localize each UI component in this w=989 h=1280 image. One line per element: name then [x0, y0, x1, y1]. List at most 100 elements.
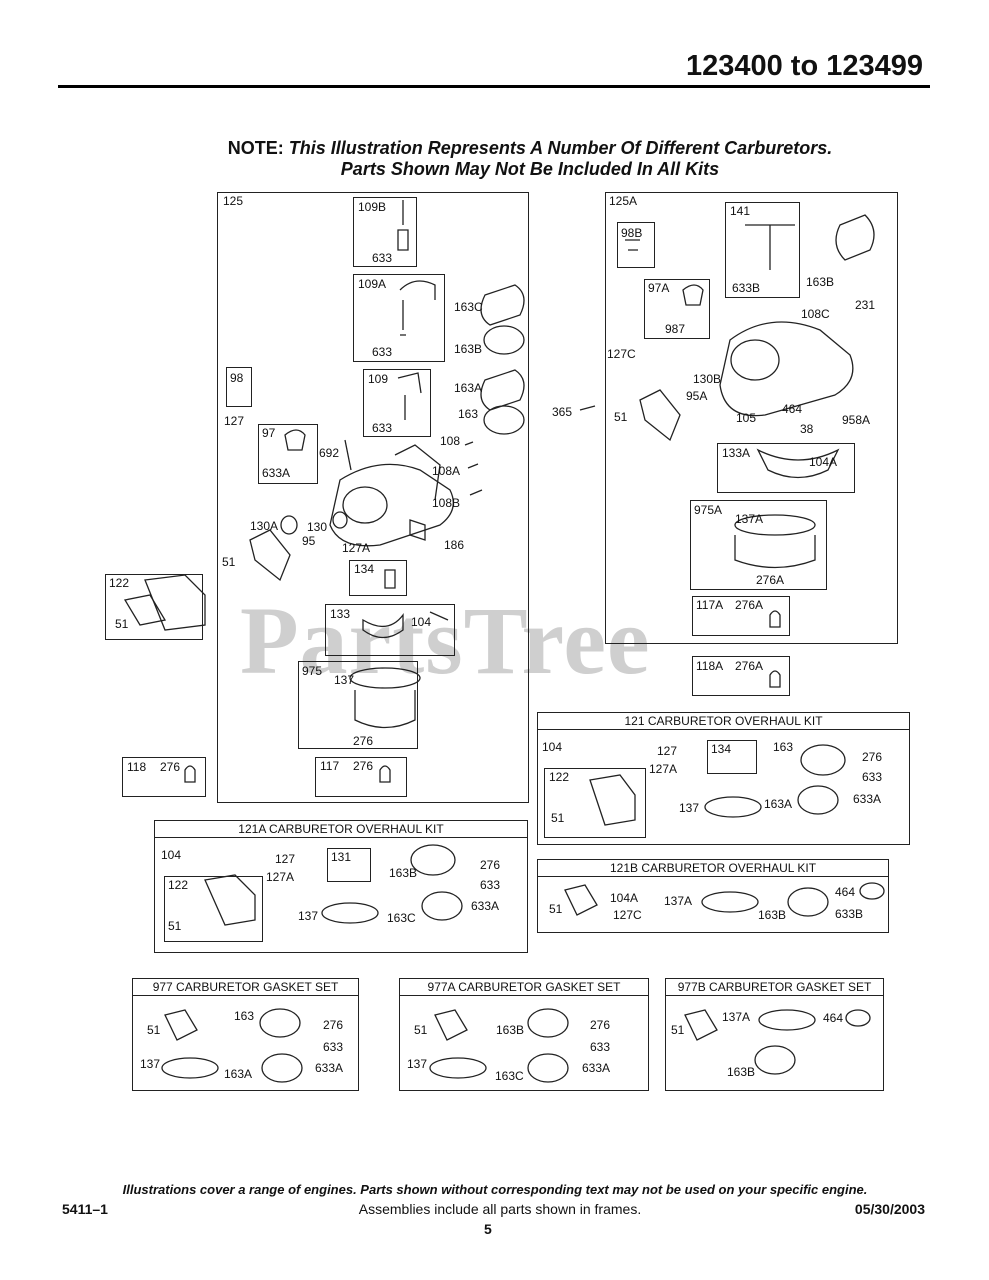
kit121-gasket-137	[704, 796, 762, 818]
kit-977-frame: 977 CARBURETOR GASKET SET 51 163 276 633…	[132, 978, 359, 1091]
kit-121-label: 163	[773, 740, 794, 754]
footer-date: 05/30/2003	[854, 1201, 925, 1217]
kit-977B-title: 977B CARBURETOR GASKET SET	[666, 979, 883, 996]
gasket-51-spacer	[123, 594, 167, 626]
kit-121B-label: 163B	[758, 908, 787, 922]
kit977-gasket-137	[161, 1057, 219, 1079]
page-range-title: 123400 to 123499	[685, 50, 923, 82]
kit-121-label: 134	[711, 742, 732, 756]
primer-97A	[682, 284, 704, 306]
choke-109A	[399, 280, 436, 336]
frame-122	[105, 574, 203, 640]
carburetor-body-right	[719, 321, 854, 417]
needle-109B	[397, 200, 409, 251]
kit-977-label: 163A	[224, 1067, 253, 1081]
callout-109: 109	[368, 372, 389, 386]
kit-121A-label: 51	[168, 919, 182, 933]
kit-121-label: 633	[862, 770, 883, 784]
kit-121B-label: 137A	[664, 894, 693, 908]
gasket-163C	[480, 284, 525, 326]
frame-97A	[644, 279, 710, 339]
kit-977B-label: 137A	[722, 1010, 751, 1024]
gasket-137A	[734, 514, 816, 536]
gasket-51-right	[639, 389, 681, 442]
throttle-109	[397, 372, 422, 420]
callout-137: 137	[334, 673, 355, 687]
frame-118	[122, 757, 206, 797]
callout-98B: 98B	[621, 226, 643, 240]
callout-108B: 108B	[432, 496, 461, 510]
frame-975A	[690, 500, 827, 590]
frame-118A	[692, 656, 790, 696]
callout-633: 633	[372, 421, 393, 435]
kit-121A-label: 127	[275, 852, 296, 866]
callout-633: 633	[372, 251, 393, 265]
page-number: 5	[484, 1221, 492, 1237]
kit-977A-label: 137	[407, 1057, 428, 1071]
callout-633: 633	[372, 345, 393, 359]
frame-117	[315, 757, 407, 797]
kit121A-gasket-163C	[421, 891, 463, 921]
kit-977B-label: 51	[671, 1023, 685, 1037]
callout-97: 97	[262, 426, 276, 440]
kit-977A-label: 163B	[496, 1023, 525, 1037]
kit977A-gasket-137	[429, 1057, 487, 1079]
frame-975	[298, 661, 418, 749]
washer-130A	[280, 515, 298, 535]
kit-121B-frame: 121B CARBURETOR OVERHAUL KIT 51 104A 127…	[537, 859, 889, 933]
callout-95: 95	[302, 534, 316, 548]
callout-38: 38	[800, 422, 814, 436]
callout-51: 51	[222, 555, 236, 569]
kit-121A-label: 633A	[471, 899, 500, 913]
note-label: NOTE:	[227, 138, 284, 158]
callout-130: 130	[307, 520, 328, 534]
kit-977-label: 633A	[315, 1061, 344, 1075]
kit-977-title: 977 CARBURETOR GASKET SET	[133, 979, 358, 996]
gasket-163B-right	[835, 214, 875, 261]
kit-977B-frame: 977B CARBURETOR GASKET SET 51 137A 464 1…	[665, 978, 884, 1091]
frame-98B	[617, 222, 655, 268]
callout-163C: 163C	[454, 300, 483, 314]
pin-104	[429, 611, 449, 621]
callout-109A: 109A	[358, 277, 387, 291]
kit-977B-label: 163B	[727, 1065, 756, 1079]
kit-121A-label: 127A	[266, 870, 295, 884]
callout-104: 104	[411, 615, 432, 629]
frame-97	[258, 424, 318, 484]
kit-977A-label: 633A	[582, 1061, 611, 1075]
frame-109	[363, 369, 431, 437]
primer-97	[284, 429, 306, 451]
bowl-975	[354, 690, 416, 729]
float-133	[362, 613, 404, 639]
kit-977A-label: 633	[590, 1040, 611, 1054]
washer-130	[332, 511, 348, 529]
kit-977-label: 276	[323, 1018, 344, 1032]
callout-108A: 108A	[432, 464, 461, 478]
callout-97A: 97A	[648, 281, 670, 295]
kit121B-oring-464	[859, 882, 885, 900]
kit-977A-label: 276	[590, 1018, 611, 1032]
kit-977-label: 137	[140, 1057, 161, 1071]
spring-692	[344, 439, 352, 471]
note-text-1: This Illustration Represents A Number Of…	[288, 138, 833, 158]
kit-121A-label: 163B	[389, 866, 418, 880]
kit-121-frame-134	[707, 740, 757, 774]
frame-125	[217, 192, 529, 803]
carburetor-top-left	[394, 444, 441, 501]
float-133A	[756, 448, 840, 479]
callout-127: 127	[224, 414, 245, 428]
screw-365	[579, 405, 596, 411]
kit977A-gasket-163C	[527, 1053, 569, 1083]
nut-118A	[769, 670, 781, 688]
callout-109B: 109B	[358, 200, 387, 214]
frame-134	[349, 560, 407, 596]
kit-121A-label: 276	[480, 858, 501, 872]
frame-125A	[605, 192, 898, 644]
kit-977A-frame: 977A CARBURETOR GASKET SET 51 163B 276 6…	[399, 978, 649, 1091]
callout-133: 133	[330, 607, 351, 621]
kit-977-label: 633	[323, 1040, 344, 1054]
kit-121B-label: 127C	[613, 908, 642, 922]
callout-130B: 130B	[693, 372, 722, 386]
kit-121A-label: 163C	[387, 911, 416, 925]
kit-121A-label: 122	[168, 878, 189, 892]
